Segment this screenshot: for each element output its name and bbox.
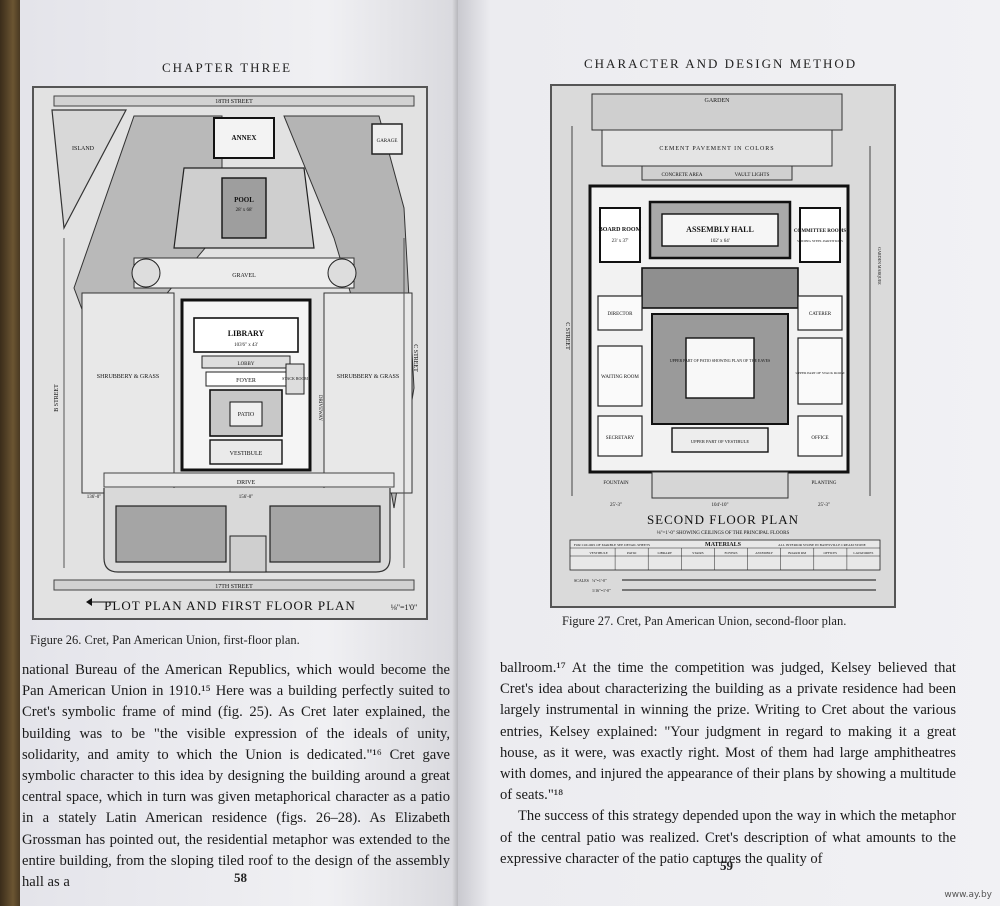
running-head-left: CHAPTER THREE	[162, 60, 293, 75]
materials-column-header: LIBRARY	[657, 551, 672, 555]
right-page: CHARACTER AND DESIGN METHOD	[458, 0, 1000, 906]
plan-label-patio: PATIO	[238, 412, 255, 418]
plan2-label-committee: COMMITTEE ROOMS	[794, 229, 847, 234]
plan2-label-secretary: SECRETARY	[606, 436, 635, 441]
left-paragraph: national Bureau of the American Republic…	[22, 662, 450, 891]
plan2-label-planting: PLANTING	[812, 481, 837, 486]
plan-label-island: ISLAND	[72, 146, 95, 152]
materials-column-header: OFFICES	[824, 551, 838, 555]
left-body-text: national Bureau of the American Republic…	[22, 660, 450, 893]
plan2-subtitle: ⅛"=1'-0" SHOWING CEILINGS OF THE PRINCIP…	[657, 531, 790, 536]
page-number-left: 58	[234, 870, 247, 885]
plan-label-library-dims: 103'6" x 43'	[234, 343, 258, 348]
figure-27-second-floor-plan: GARDEN CEMENT PAVEMENT IN COLORS CONCRET…	[550, 84, 896, 608]
plan2-label-dim-side-b: 25'-3"	[818, 503, 830, 508]
figure-26-first-floor-plan: 18TH STREET 17TH STREET B STREET C STREE…	[32, 86, 428, 620]
plan2-label-garden-marquee: GARDEN MARQUEE	[877, 247, 882, 285]
plan2-label-board-dims: 23' x 37'	[612, 239, 629, 244]
right-paragraph-1: ballroom.¹⁷ At the time the competition …	[500, 660, 956, 804]
plan2-label-board-room: BOARD ROOM	[599, 227, 642, 233]
plan-label-shrubbery-right: SHRUBBERY & GRASS	[337, 374, 399, 380]
second-floor-plan-drawing: GARDEN CEMENT PAVEMENT IN COLORS CONCRET…	[552, 86, 894, 606]
plan2-label-caterer: CATERER	[809, 312, 832, 317]
scale-b: 1/16"=1'-0"	[592, 588, 611, 593]
scales-label: SCALES	[574, 578, 589, 583]
plan2-label-cement: CEMENT PAVEMENT IN COLORS	[659, 146, 774, 152]
page-number-right: 59	[720, 858, 733, 873]
watermark: www.ay.by	[944, 890, 992, 900]
plan-label-street-top: 18TH STREET	[215, 99, 253, 105]
plan2-label-c-street: C STREET	[564, 322, 570, 350]
plan-label-dim-b: 136'-0"	[87, 495, 102, 500]
plan2-label-garden: GARDEN	[705, 98, 731, 104]
plan2-label-vault: VAULT LIGHTS	[735, 173, 770, 178]
materials-column-header: PATIO	[627, 551, 637, 555]
materials-column-header: VESTIBULE	[589, 551, 607, 555]
plan2-label-patio-upper: UPPER PART OF PATIO SHOWING PLAN OF THE …	[670, 358, 771, 363]
plan-label-annex: ANNEX	[232, 134, 257, 142]
right-paragraph-2: The success of this strategy depended up…	[500, 808, 956, 867]
running-head-right: CHARACTER AND DESIGN METHOD	[584, 56, 858, 71]
plan-label-street-right: C STREET	[412, 344, 418, 372]
plan2-label-stack-upper: UPPER PART OF STACK ROOM	[796, 371, 846, 375]
plan2-label-assembly-hall: ASSEMBLY HALL	[686, 225, 754, 234]
plan-label-shrubbery-left: SHRUBBERY & GRASS	[97, 374, 159, 380]
plan-label-pool-dims: 28' x 68'	[236, 208, 253, 213]
plan-title-second-floor: SECOND FLOOR PLAN	[647, 512, 799, 527]
plan-label-garage: GARAGE	[377, 139, 398, 144]
plan-label-dim-a: 156'-0"	[239, 495, 254, 500]
plan-label-lobby: LOBBY	[238, 362, 255, 367]
plan2-label-dim-side-a: 25'-3"	[610, 503, 622, 508]
materials-column-header: ASSEMBLY	[755, 551, 773, 555]
plan-label-street-left: B STREET	[54, 384, 60, 412]
materials-note-left: FOR COLORS OF MARBLE SEE DETAIL SHEETS	[574, 543, 650, 547]
materials-note-right: ALL INTERIOR STONE IN BATESVILLE CREAM S…	[778, 543, 866, 547]
plan-label-vestibule: VESTIBULE	[230, 451, 263, 457]
plan2-label-director: DIRECTOR	[608, 312, 634, 317]
materials-title: MATERIALS	[705, 542, 742, 548]
plan-scale-note-first-floor: ⅛"=1'0"	[391, 603, 417, 612]
left-page: CHAPTER THREE	[20, 0, 458, 906]
materials-columns: VESTIBULE PATIO LIBRARY STAIRS FOYERS ASSEMBL…	[589, 548, 873, 570]
plan-label-street-bottom: 17TH STREET	[215, 584, 253, 590]
materials-column-header: BOARD RM	[788, 551, 806, 555]
plan-label-foyer: FOYER	[236, 378, 256, 384]
plan2-label-fountain: FOUNTAIN	[603, 481, 629, 486]
plan2-label-concrete: CONCRETE AREA	[662, 173, 703, 178]
plan-label-gravel: GRAVEL	[232, 273, 256, 279]
figure-caption-26: Figure 26. Cret, Pan American Union, fir…	[30, 633, 300, 647]
first-floor-plan-drawing: 18TH STREET 17TH STREET B STREET C STREE…	[34, 88, 426, 618]
plan2-label-vestibule-upper: UPPER PART OF VESTIBULE	[691, 439, 750, 444]
plan2-label-assembly-dims: 102' x 64'	[710, 239, 729, 244]
scale-a: ⅛"=1'-0"	[592, 578, 607, 583]
plan-label-pool: POOL	[234, 196, 254, 204]
materials-column-header: LAVATORIES	[853, 551, 873, 555]
plan-label-driveway: DRIVEWAY	[317, 395, 322, 422]
plan-label-stack-room: STACK ROOM	[282, 376, 308, 381]
plan2-label-waiting: WAITING ROOM	[601, 375, 639, 380]
figure-caption-27: Figure 27. Cret, Pan American Union, sec…	[562, 614, 847, 628]
plan-label-library: LIBRARY	[228, 329, 265, 338]
plan2-label-office: OFFICE	[811, 436, 828, 441]
plan-label-drive: DRIVE	[237, 480, 256, 486]
right-body-text: ballroom.¹⁷ At the time the competition …	[500, 658, 956, 870]
plan-title-first-floor: PLOT PLAN AND FIRST FLOOR PLAN	[104, 598, 356, 613]
materials-column-header: STAIRS	[692, 551, 704, 555]
materials-column-header: FOYERS	[724, 551, 737, 555]
plan2-label-dim-front: 104'-10"	[711, 503, 728, 508]
plan2-label-committee-note: SLIDING STEEL PARTITIONS	[797, 239, 843, 243]
